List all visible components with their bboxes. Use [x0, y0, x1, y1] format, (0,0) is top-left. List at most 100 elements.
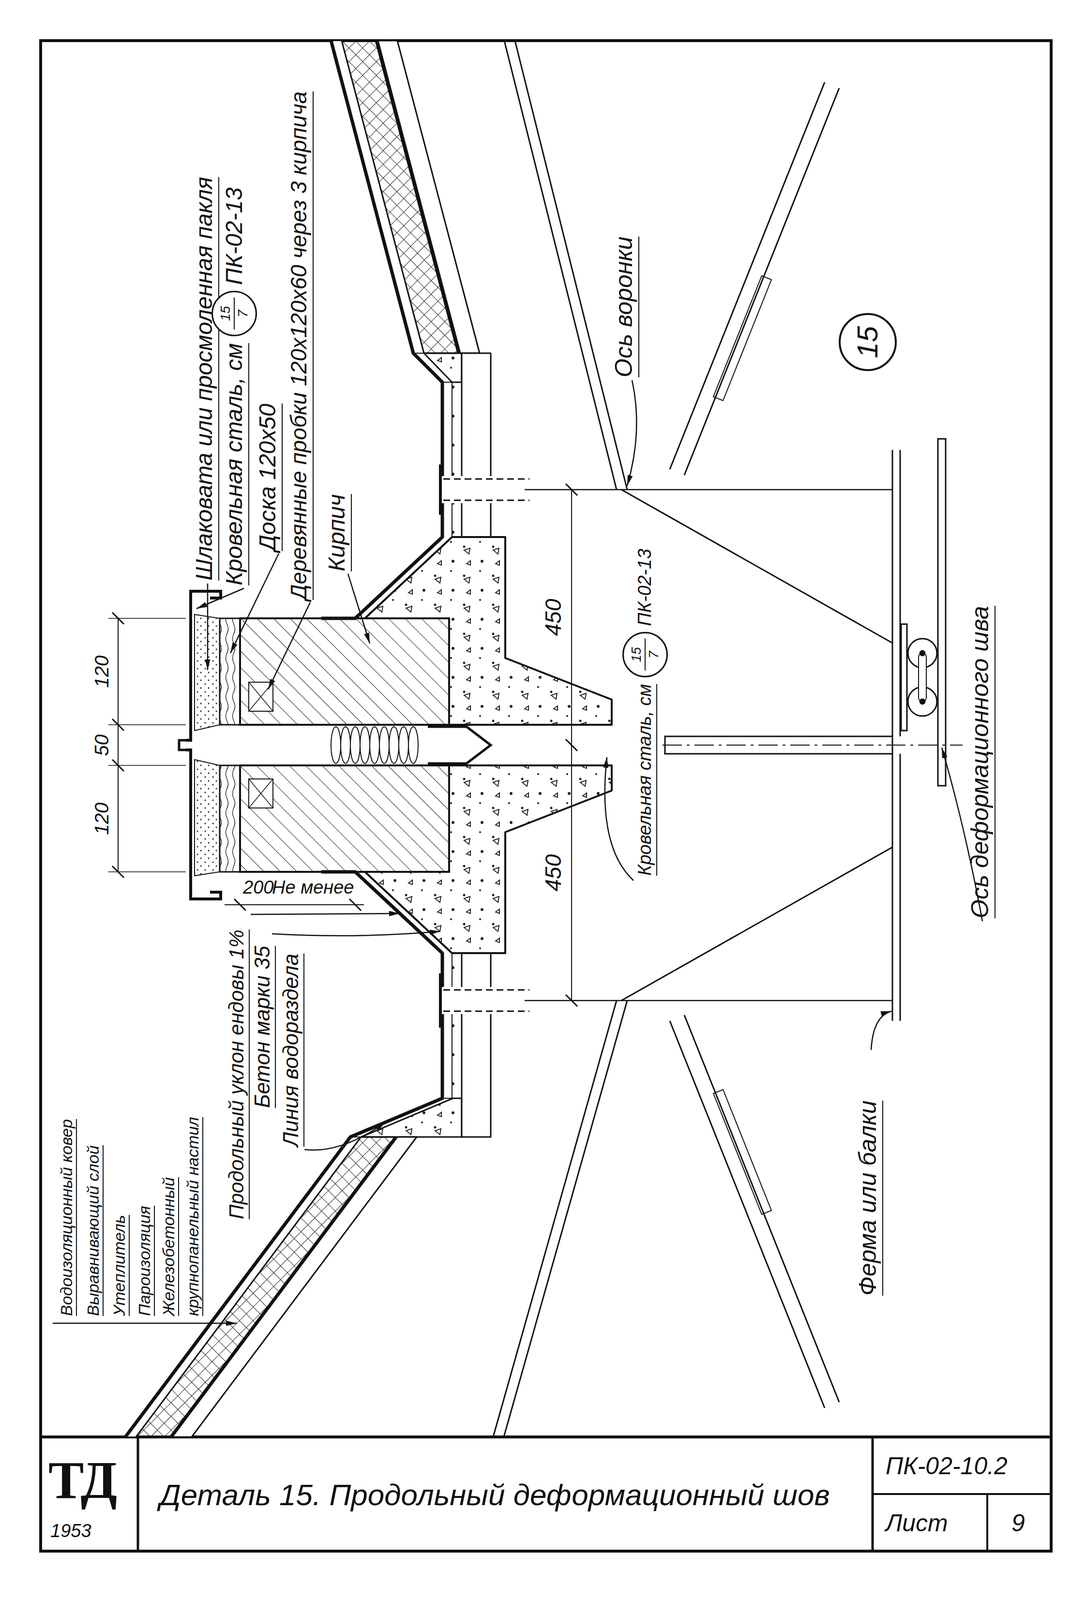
roof-funnel	[438, 464, 442, 515]
parapet	[179, 591, 491, 900]
dimension-text: 200	[242, 876, 274, 900]
parapet	[360, 726, 370, 764]
title-block	[137, 1437, 873, 1552]
dimension-text: Не менее	[271, 876, 355, 900]
layer-label: Железобетонный	[158, 1177, 180, 1317]
truss	[621, 489, 893, 1001]
sheet-number: 7	[234, 309, 252, 318]
roof-funnel	[443, 479, 530, 501]
parapet	[427, 726, 491, 764]
parapet	[179, 740, 186, 751]
axis-line	[662, 745, 963, 746]
roof-left	[135, 1137, 395, 1438]
parapet	[350, 726, 361, 764]
note-label: Бетон марки 35	[249, 946, 277, 1109]
parapet	[219, 618, 241, 725]
note-label: Кровельная сталь, см	[633, 684, 658, 876]
parapet	[240, 618, 450, 725]
roof-left	[461, 953, 491, 1138]
roof-right	[377, 40, 480, 354]
title-text: Деталь 15. Продольный деформационный шов	[159, 1477, 830, 1514]
layer-label: Водоизоляционный ковер	[56, 1119, 78, 1317]
layer-label: крупнопанельный настил	[182, 1117, 204, 1317]
leader-line	[604, 757, 634, 881]
dimension-line	[224, 904, 364, 906]
sheet-code: ПК-02-10.2	[885, 1451, 1008, 1481]
layer-label: Выравнивающий слой	[83, 1145, 105, 1317]
note-label: Кирпич	[322, 494, 352, 572]
parapet	[248, 779, 273, 809]
roof-right	[321, 40, 443, 619]
dimension-text: 120	[90, 802, 114, 836]
parapet	[194, 759, 220, 876]
title-block	[872, 1494, 1052, 1552]
truss	[919, 650, 926, 657]
fraction-line	[233, 297, 235, 331]
dimension-line	[108, 483, 578, 1007]
truss	[901, 624, 907, 731]
leader-line	[196, 588, 244, 609]
layer-label: Утеплитель	[109, 1215, 131, 1317]
note-label: Кровельная сталь, см	[220, 343, 250, 586]
parapet	[185, 591, 221, 741]
roof-funnel	[440, 464, 530, 1028]
dimension-line	[117, 618, 119, 873]
truss	[493, 40, 946, 1438]
note-label: Шлаковата или просмоленная пакля	[190, 177, 220, 581]
reference-circle: 157	[622, 632, 668, 678]
detail-number: 15	[628, 647, 645, 663]
sheet-number: 9	[1011, 1508, 1026, 1539]
axis-label: Ось деформационного шва	[965, 605, 996, 919]
roof-left	[171, 1137, 397, 1438]
sheet-reference: ПК-02-13	[220, 187, 249, 286]
parapet	[248, 779, 273, 809]
title-block	[40, 40, 1052, 1552]
parapet	[219, 765, 241, 873]
leader-line	[627, 380, 637, 486]
roof-funnel	[438, 973, 442, 1028]
parapet	[389, 726, 399, 764]
note-label: Деревянные пробки 120х120х60 через 3 кир…	[285, 91, 314, 601]
leader-line	[271, 931, 441, 936]
note-label: Доска 120х50	[253, 403, 283, 552]
stamp-text: 1953	[50, 1520, 92, 1543]
roof-right	[452, 382, 462, 538]
leader-line	[207, 583, 209, 671]
rotated-drawing: Водоизоляционный коверВыравнивающий слой…	[40, 40, 1052, 1438]
detail-circle: 15	[838, 313, 897, 372]
roof-funnel	[441, 987, 492, 1015]
note-label: Линия водораздела	[278, 953, 305, 1147]
dimension-line	[112, 612, 124, 878]
note-label: Продольный уклон ендовы 1%	[224, 929, 250, 1220]
roof-left	[172, 1137, 417, 1438]
parapet	[340, 726, 351, 764]
axis-label: Ось воронки	[609, 236, 640, 378]
dimension-text: 120	[90, 655, 114, 689]
dimension-text: 450	[540, 854, 567, 892]
truss	[918, 653, 927, 702]
leader-line	[871, 1011, 892, 1051]
parapet	[379, 726, 390, 764]
truss	[919, 698, 926, 705]
sheet-label: Лист	[885, 1508, 949, 1539]
roof-left	[452, 953, 462, 1099]
detail-number: 15	[850, 326, 886, 359]
dimension-text: 450	[540, 599, 567, 637]
leader-line	[268, 602, 311, 690]
roof-left	[125, 872, 443, 1438]
leader-line	[52, 1323, 237, 1325]
leader-line	[304, 1122, 386, 1151]
detail-number: 15	[217, 305, 234, 321]
parapet	[331, 726, 419, 764]
parapet	[240, 765, 450, 873]
parapet	[185, 750, 221, 900]
truss	[892, 450, 901, 1022]
roof-left	[361, 1098, 462, 1138]
truss	[937, 438, 946, 786]
leader-line	[250, 913, 400, 915]
sheet-number: 7	[645, 650, 663, 659]
axis-line	[662, 744, 963, 746]
roof-funnel	[443, 990, 530, 1012]
roof-funnel	[441, 476, 492, 504]
